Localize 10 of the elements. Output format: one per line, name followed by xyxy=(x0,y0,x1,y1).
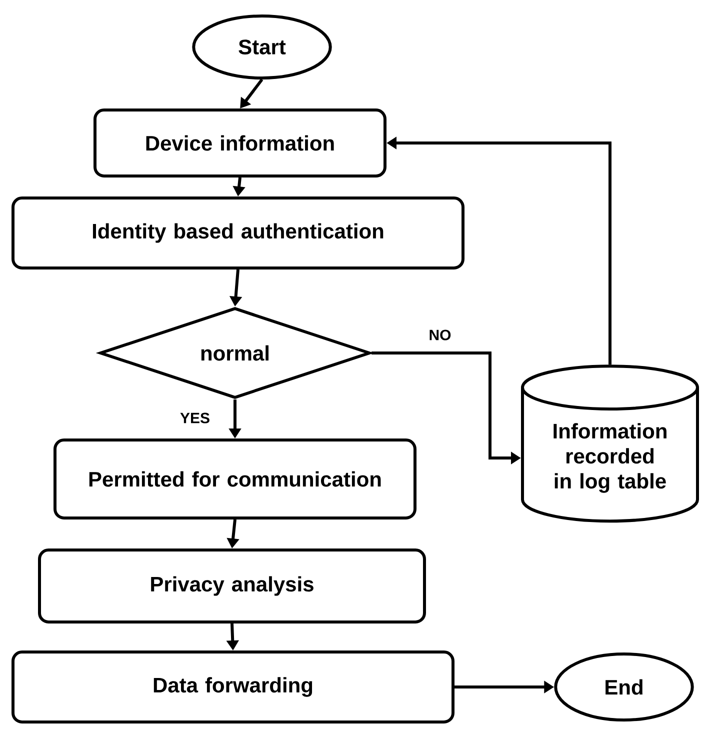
database-cylinder: Information recorded in log table xyxy=(521,364,699,523)
end-oval: End xyxy=(554,652,694,722)
edge-label: NO xyxy=(428,328,452,342)
start-oval: Start xyxy=(192,14,332,80)
process-box: Permitted for communication xyxy=(54,438,416,520)
edge-label: YES xyxy=(179,412,211,424)
process-box: Privacy analysis xyxy=(38,548,426,624)
process-box: Data forwarding xyxy=(12,650,454,724)
process-box: Device information xyxy=(94,108,386,178)
process-box: Identity based authentication xyxy=(12,196,464,270)
